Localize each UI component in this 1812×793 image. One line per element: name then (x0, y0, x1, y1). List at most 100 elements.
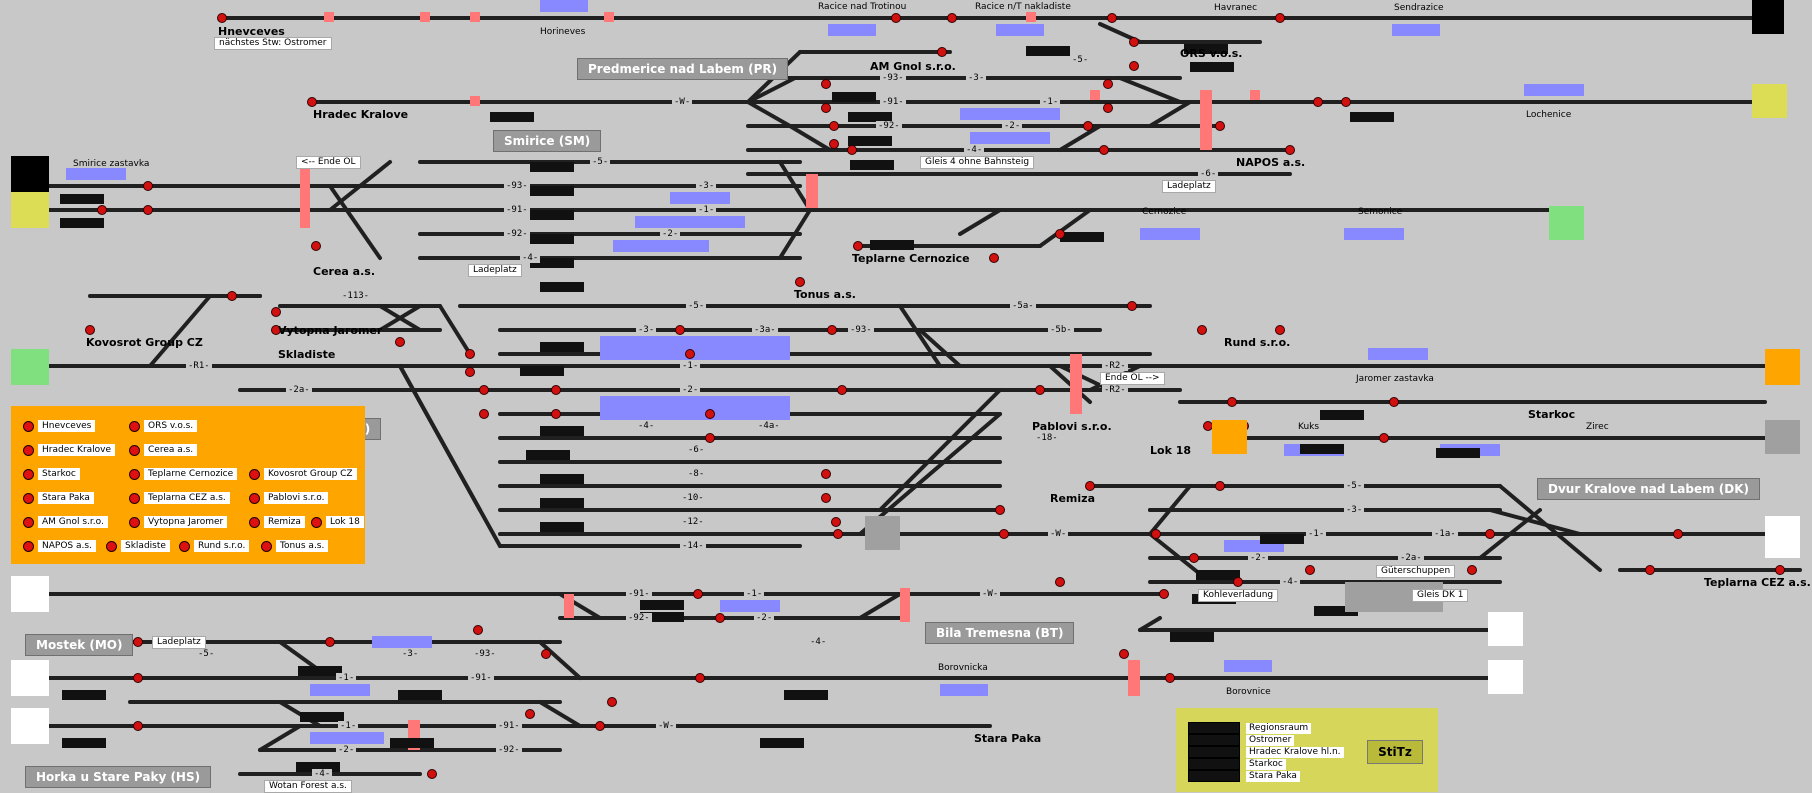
signal-icon[interactable] (607, 697, 617, 707)
signal-icon[interactable] (821, 469, 831, 479)
signal-icon[interactable] (831, 517, 841, 527)
signal-icon[interactable] (693, 589, 703, 599)
station-racice-nakladiste[interactable]: Racice n/T nakladiste (975, 2, 1071, 12)
track-switch[interactable] (746, 100, 792, 128)
console-row[interactable]: Hradec Kralove hl.n. (1188, 746, 1344, 758)
signal-icon[interactable] (271, 307, 281, 317)
track-switch[interactable] (1148, 100, 1192, 128)
station-sendrazice[interactable]: Sendrazice (1394, 3, 1444, 13)
signal-icon[interactable] (827, 325, 837, 335)
signal-icon[interactable] (1467, 565, 1477, 575)
signal-icon[interactable] (143, 205, 153, 215)
station-cerea[interactable]: Cerea a.s. (313, 265, 375, 278)
signal-icon[interactable] (1083, 121, 1093, 131)
track-switch[interactable] (148, 294, 212, 368)
track-switch[interactable] (918, 328, 962, 368)
group-mostek[interactable]: Mostek (MO) (25, 634, 134, 656)
signal-icon[interactable] (847, 145, 857, 155)
track-switch[interactable] (858, 592, 902, 620)
signal-icon[interactable] (1215, 121, 1225, 131)
track-switch[interactable] (1488, 508, 1582, 536)
station-kovosrot[interactable]: Kovosrot Group CZ (86, 336, 203, 349)
signal-icon[interactable] (947, 13, 957, 23)
signal-icon[interactable] (143, 181, 153, 191)
signal-icon[interactable] (891, 13, 901, 23)
group-bila[interactable]: Bila Tremesna (BT) (925, 622, 1075, 644)
legend-item[interactable]: Vytopna Jaromer (129, 516, 228, 528)
signal-icon[interactable] (795, 277, 805, 287)
legend-item[interactable]: Hradec Kralove (23, 444, 116, 456)
signal-icon[interactable] (1165, 673, 1175, 683)
signal-icon[interactable] (1305, 565, 1315, 575)
station-borovnice[interactable]: Borovnice (1226, 687, 1271, 697)
track-switch[interactable] (858, 412, 1002, 536)
signal-icon[interactable] (715, 613, 725, 623)
legend-item[interactable]: Tonus a.s. (261, 540, 329, 552)
signal-icon[interactable] (995, 505, 1005, 515)
legend-item[interactable]: Pablovi s.r.o. (249, 492, 329, 504)
signal-icon[interactable] (1313, 97, 1323, 107)
track-switch[interactable] (378, 304, 422, 332)
station-havranec[interactable]: Havranec (1214, 3, 1258, 13)
signal-icon[interactable] (311, 241, 321, 251)
station-lochenice[interactable]: Lochenice (1526, 110, 1572, 120)
track-switch[interactable] (538, 700, 582, 728)
legend-item[interactable]: Kovosrot Group CZ (249, 468, 357, 480)
signal-icon[interactable] (1099, 145, 1109, 155)
signal-icon[interactable] (541, 649, 551, 659)
station-racice-trotinou[interactable]: Racice nad Trotinou (818, 2, 907, 12)
track-switch[interactable] (1478, 508, 1542, 560)
signal-icon[interactable] (551, 409, 561, 419)
signal-icon[interactable] (1673, 529, 1683, 539)
legend-item[interactable]: Remiza (249, 516, 305, 528)
track-switch[interactable] (1058, 124, 1102, 152)
console-row[interactable]: Starkoc (1188, 758, 1286, 770)
signal-icon[interactable] (1285, 145, 1295, 155)
legend-item[interactable]: ORS v.o.s. (129, 420, 198, 432)
signal-icon[interactable] (829, 139, 839, 149)
signal-icon[interactable] (1035, 385, 1045, 395)
legend-item[interactable]: Skladiste (106, 540, 170, 552)
station-tonus[interactable]: Tonus a.s. (794, 288, 856, 301)
signal-icon[interactable] (325, 637, 335, 647)
station-borovnicka[interactable]: Borovnicka (938, 663, 988, 673)
signal-icon[interactable] (1379, 433, 1389, 443)
station-kuks[interactable]: Kuks (1298, 422, 1320, 432)
station-am-gnol[interactable]: AM Gnol s.r.o. (870, 60, 956, 73)
track-switch[interactable] (958, 208, 1002, 236)
signal-icon[interactable] (837, 385, 847, 395)
signal-icon[interactable] (551, 385, 561, 395)
signal-icon[interactable] (1189, 553, 1199, 563)
signal-icon[interactable] (821, 79, 831, 89)
signal-icon[interactable] (1107, 13, 1117, 23)
signal-icon[interactable] (133, 637, 143, 647)
signal-icon[interactable] (705, 433, 715, 443)
signal-icon[interactable] (1159, 589, 1169, 599)
signal-icon[interactable] (1085, 481, 1095, 491)
station-starkoc[interactable]: Starkoc (1528, 408, 1576, 421)
signal-icon[interactable] (465, 367, 475, 377)
station-remiza[interactable]: Remiza (1050, 492, 1095, 505)
signal-icon[interactable] (999, 529, 1009, 539)
track-switch[interactable] (328, 184, 382, 260)
legend-item[interactable]: Cerea a.s. (129, 444, 198, 456)
signal-icon[interactable] (1341, 97, 1351, 107)
console-row[interactable]: Regionsraum (1188, 722, 1312, 734)
station-pablovi[interactable]: Pablovi s.r.o. (1032, 420, 1112, 433)
stitz-button[interactable]: StiTz (1367, 740, 1423, 764)
signal-icon[interactable] (133, 721, 143, 731)
signal-icon[interactable] (1389, 397, 1399, 407)
group-predmerice[interactable]: Predmerice nad Labem (PR) (577, 58, 789, 80)
signal-icon[interactable] (937, 47, 947, 57)
signal-icon[interactable] (1055, 577, 1065, 587)
signal-icon[interactable] (1103, 79, 1113, 89)
console-row[interactable]: Ostromer (1188, 734, 1295, 746)
signal-icon[interactable] (85, 325, 95, 335)
signal-icon[interactable] (1275, 325, 1285, 335)
signal-icon[interactable] (1119, 649, 1129, 659)
signal-icon[interactable] (695, 673, 705, 683)
station-jaromer-zastavka[interactable]: Jaromer zastavka (1356, 374, 1434, 384)
signal-icon[interactable] (989, 253, 999, 263)
station-hnevceves[interactable]: Hnevceves (218, 25, 285, 38)
station-zirec[interactable]: Zirec (1586, 422, 1609, 432)
